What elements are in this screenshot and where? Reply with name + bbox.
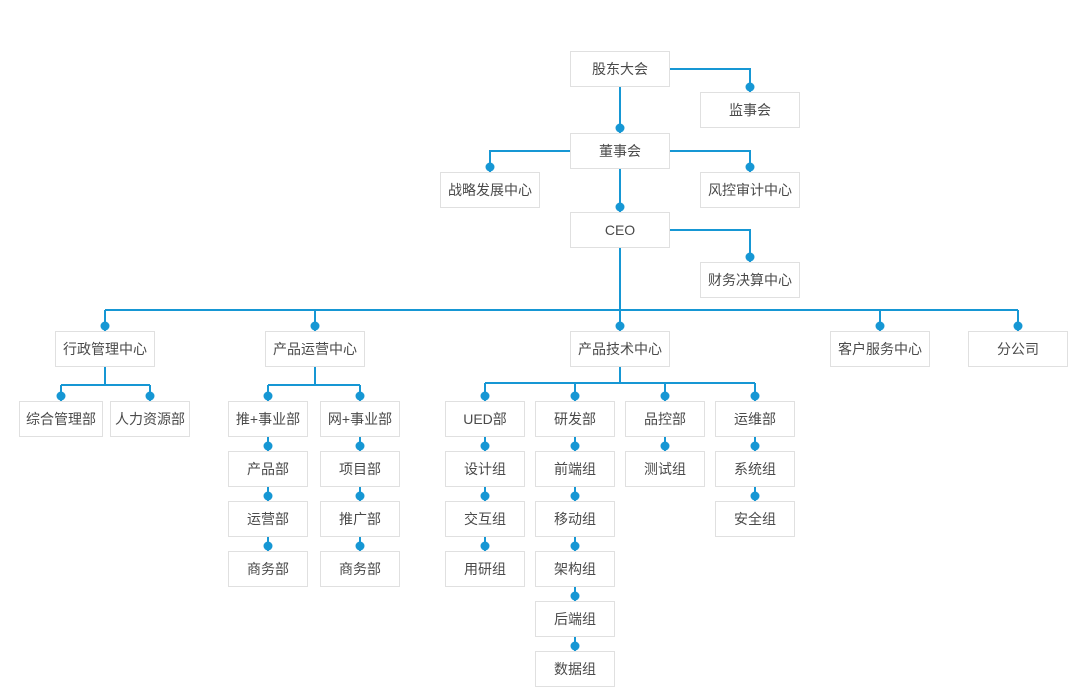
org-node-testing-group: 测试组 <box>625 451 705 487</box>
org-node-customer-service-center: 客户服务中心 <box>830 331 930 367</box>
org-node-strategy-center: 战略发展中心 <box>440 172 540 208</box>
org-node-hr-dept: 人力资源部 <box>110 401 190 437</box>
org-node-product-ops-center: 产品运营中心 <box>265 331 365 367</box>
org-node-mobile-group: 移动组 <box>535 501 615 537</box>
org-node-ued-dept: UED部 <box>445 401 525 437</box>
org-node-promotion-dept: 推广部 <box>320 501 400 537</box>
org-node-interaction-group: 交互组 <box>445 501 525 537</box>
org-node-design-group: 设计组 <box>445 451 525 487</box>
org-node-shareholders: 股东大会 <box>570 51 670 87</box>
org-node-operations-dept: 运营部 <box>228 501 308 537</box>
org-node-ceo: CEO <box>570 212 670 248</box>
org-node-admin-center: 行政管理中心 <box>55 331 155 367</box>
org-node-branch-company: 分公司 <box>968 331 1068 367</box>
org-node-security-group: 安全组 <box>715 501 795 537</box>
org-node-supervisory-board: 监事会 <box>700 92 800 128</box>
org-node-backend-group: 后端组 <box>535 601 615 637</box>
org-node-frontend-group: 前端组 <box>535 451 615 487</box>
org-node-architecture-group: 架构组 <box>535 551 615 587</box>
connector-dots <box>56 82 1023 651</box>
org-node-business-dept-wang: 商务部 <box>320 551 400 587</box>
org-node-project-dept: 项目部 <box>320 451 400 487</box>
org-node-risk-audit-center: 风控审计中心 <box>700 172 800 208</box>
org-node-general-admin-dept: 综合管理部 <box>19 401 103 437</box>
org-node-product-tech-center: 产品技术中心 <box>570 331 670 367</box>
org-node-user-research-group: 用研组 <box>445 551 525 587</box>
org-node-business-dept-tui: 商务部 <box>228 551 308 587</box>
org-node-board-of-directors: 董事会 <box>570 133 670 169</box>
org-node-ops-maintenance-dept: 运维部 <box>715 401 795 437</box>
org-node-qc-dept: 品控部 <box>625 401 705 437</box>
org-node-wang-division: 网+事业部 <box>320 401 400 437</box>
org-node-system-group: 系统组 <box>715 451 795 487</box>
org-node-rd-dept: 研发部 <box>535 401 615 437</box>
org-node-finance-center: 财务决算中心 <box>700 262 800 298</box>
org-node-data-group: 数据组 <box>535 651 615 687</box>
org-node-product-dept: 产品部 <box>228 451 308 487</box>
org-node-tui-division: 推+事业部 <box>228 401 308 437</box>
